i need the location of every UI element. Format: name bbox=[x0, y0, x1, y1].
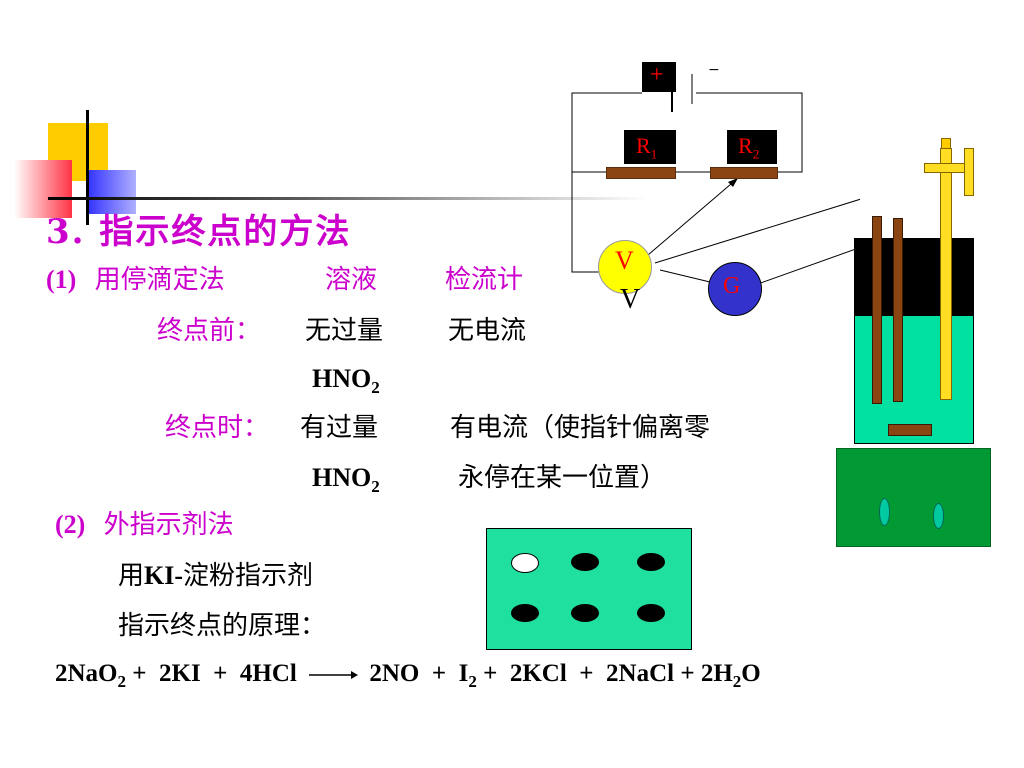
at-label: 终点时： bbox=[165, 413, 270, 443]
at-state: 有过量 bbox=[300, 413, 379, 443]
spot-black bbox=[637, 604, 665, 622]
method1-col-solution: 溶液 bbox=[325, 265, 378, 295]
before-state: 无过量 bbox=[305, 316, 384, 346]
method2-number: (2) bbox=[55, 510, 86, 539]
principle-line: 指示终点的原理： bbox=[118, 611, 327, 641]
galvanometer-label: G bbox=[723, 273, 741, 299]
spot-black bbox=[571, 553, 599, 571]
battery-plus: + bbox=[650, 62, 664, 88]
spot-black bbox=[571, 604, 599, 622]
stir-bar bbox=[888, 424, 932, 436]
resistor-r2-bar bbox=[710, 167, 778, 179]
before-reagent: HNO2 bbox=[312, 364, 380, 398]
electrode-right bbox=[893, 218, 903, 402]
burette-tube bbox=[940, 148, 952, 400]
resistor-r1-box: R1 bbox=[624, 130, 676, 164]
battery-minus: − bbox=[708, 62, 720, 78]
electrode-left bbox=[872, 216, 882, 404]
blue-square bbox=[88, 170, 136, 214]
resistor-r2-label: R2 bbox=[738, 133, 760, 162]
before-current: 无电流 bbox=[448, 316, 527, 346]
voltmeter-caption: V bbox=[620, 284, 641, 315]
voltmeter-icon: V bbox=[598, 240, 652, 294]
voltmeter-label: V bbox=[615, 246, 634, 275]
stand-foot-left bbox=[879, 498, 890, 526]
spot-white bbox=[511, 553, 539, 573]
battery-plus-box: + bbox=[642, 62, 676, 92]
reaction-arrow bbox=[309, 671, 359, 680]
corner-decoration bbox=[0, 0, 200, 225]
stand-base bbox=[836, 448, 991, 547]
method1-line: (1) 用停滴定法 bbox=[46, 265, 225, 295]
reaction-equation: 2NaO2 + 2KI + 4HCl 2NO + I2 + 2KCl + 2Na… bbox=[55, 660, 761, 691]
before-label: 终点前： bbox=[157, 316, 262, 346]
spot-black bbox=[637, 553, 665, 571]
method2-line: (2) 外指示剂法 bbox=[55, 510, 234, 540]
at-note: 永停在某一位置） bbox=[458, 463, 667, 493]
method1-number: (1) bbox=[46, 265, 77, 294]
stand-foot-right bbox=[933, 503, 944, 529]
galvanometer-icon: G bbox=[708, 262, 762, 316]
page-title: 3. 指示终点的方法 bbox=[46, 212, 352, 252]
method2-name: 外指示剂法 bbox=[103, 510, 234, 540]
spot-plate bbox=[486, 528, 692, 650]
resistor-r1-bar bbox=[606, 167, 676, 179]
vertical-bar bbox=[86, 110, 89, 225]
method1-col-galvanometer: 检流计 bbox=[445, 265, 524, 295]
burette-clamp-post bbox=[964, 148, 974, 196]
at-current: 有电流（使指针偏离零 bbox=[450, 413, 711, 443]
at-reagent: HNO2 bbox=[312, 463, 380, 497]
red-square bbox=[14, 160, 72, 218]
resistor-r1-label: R1 bbox=[636, 133, 658, 162]
spot-black bbox=[511, 604, 539, 622]
method1-name: 用停滴定法 bbox=[94, 265, 225, 295]
resistor-r2-box: R2 bbox=[727, 130, 777, 164]
title-rule bbox=[48, 197, 648, 200]
indicator-line: 用KI-淀粉指示剂 bbox=[118, 561, 314, 591]
